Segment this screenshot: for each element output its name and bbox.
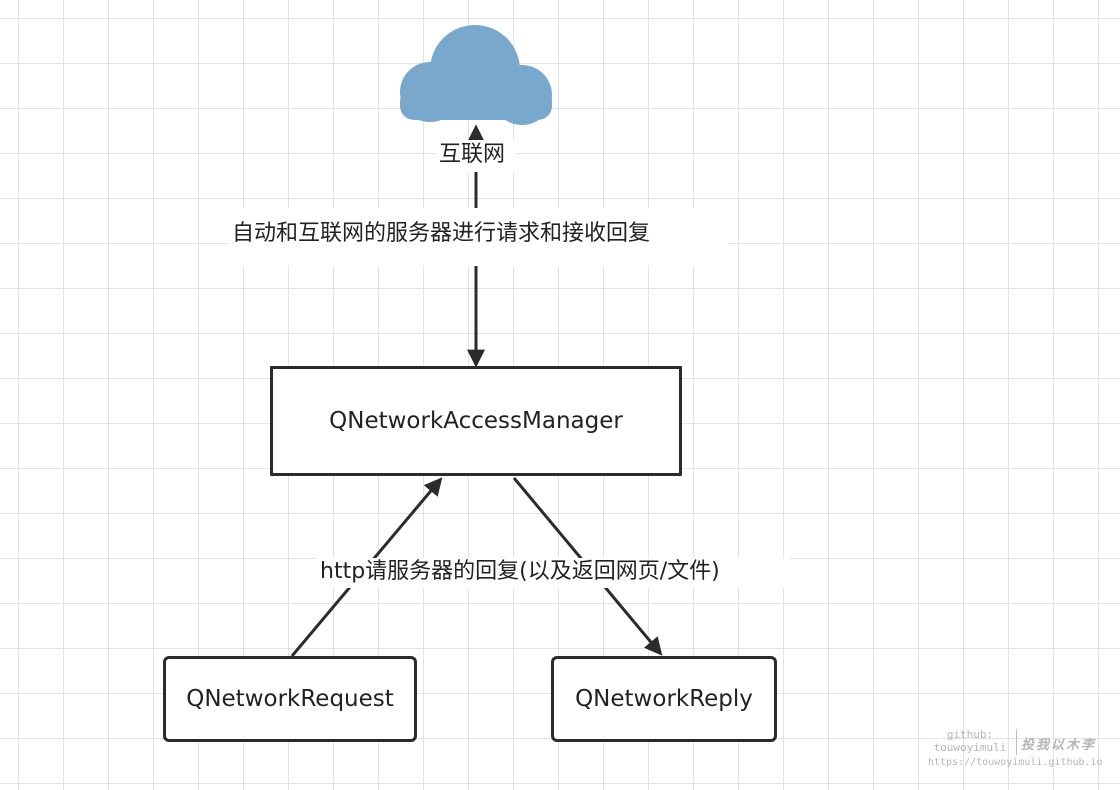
watermark-line1: github: <box>946 728 994 741</box>
node-label: QNetworkRequest <box>186 686 394 712</box>
node-qnetworkreply: QNetworkReply <box>551 656 777 742</box>
watermark-url: https://touwoyimuli.github.io <box>928 757 1103 768</box>
watermark-line2: touwoyimuli <box>933 741 1007 754</box>
watermark-github: github: touwoyimuli <box>928 728 1012 754</box>
edge-label-request-manager: http请服务器的回复(以及返回网页/文件) <box>320 559 720 584</box>
watermark-divider <box>1016 729 1017 755</box>
edge-label-background <box>228 208 728 266</box>
watermark: github: touwoyimuli 投我以木李 https://touwoy… <box>928 728 1108 772</box>
edge-label-manager-internet: 自动和互联网的服务器进行请求和接收回复 <box>232 221 651 246</box>
node-label: QNetworkAccessManager <box>329 408 623 434</box>
edge-label-background <box>316 558 790 588</box>
internet-label: 互联网 <box>439 142 506 167</box>
cloud-icon <box>400 25 552 125</box>
internet-label-background <box>436 140 516 172</box>
watermark-stamp: 投我以木李 <box>1021 738 1097 753</box>
node-qnetworkaccessmanager: QNetworkAccessManager <box>270 366 682 476</box>
node-label: QNetworkReply <box>575 686 753 712</box>
node-qnetworkrequest: QNetworkRequest <box>163 656 417 742</box>
